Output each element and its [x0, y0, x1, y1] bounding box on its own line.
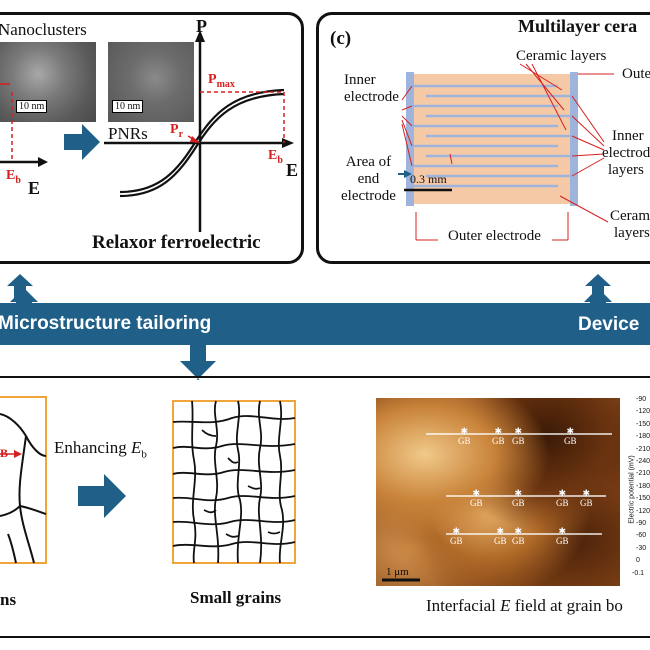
interfacial-field-caption: Interfacial E field at grain bo [426, 596, 623, 615]
pnr-micrograph: 10 nm [108, 42, 194, 122]
scale-bar-2: 10 nm [112, 100, 144, 113]
spacing-marker [449, 153, 453, 165]
scale-bar-1: 10 nm [16, 100, 48, 113]
p-axis-label: P [196, 16, 207, 36]
multilayer-title: Multilayer cera [518, 16, 638, 36]
left-e-axis-label: E [28, 178, 41, 198]
flow-arrow-right [64, 124, 100, 160]
left-end-electrode [406, 72, 414, 206]
enhancing-eb-label: Enhancing Eb [54, 438, 147, 461]
up-arrow-left-shape [6, 272, 34, 300]
hysteresis-diagram [0, 30, 294, 232]
small-grains-diagram [172, 400, 296, 564]
outer-electrode-label: Outer electrode [448, 228, 541, 244]
pointer-lines [401, 63, 614, 241]
large-grains-caption: ns [0, 590, 17, 609]
afm-scale-label: 1 μm [386, 566, 409, 578]
gb-marker: ✱GB [494, 526, 507, 546]
gb-marker: ✱GB [580, 488, 593, 508]
microstructure-tailoring-label: Microstructure tailoring [0, 313, 212, 334]
large-grains-diagram [0, 396, 47, 564]
gb-marker: ✱GB [512, 426, 525, 446]
gb-marker: ✱GB [512, 488, 525, 508]
left-e-axis-arrow [38, 157, 48, 167]
gb-marker: ✱GB [564, 426, 577, 446]
colorbar-axis-label: Electric potential (mV) [628, 455, 636, 524]
enhancing-arrow [78, 474, 128, 518]
afm-line-profiles [382, 433, 612, 582]
right-eb-label: Eb [268, 148, 283, 166]
pmax-label: Pmax [208, 72, 235, 90]
down-arrow-shape [180, 345, 216, 379]
e-axis-arrow [282, 138, 294, 148]
gb-marker: ✱GB [470, 488, 483, 508]
end-electrode-arrowhead [404, 170, 412, 178]
right-e-axis-label: E [286, 160, 299, 180]
inner-electrode-layers [414, 84, 570, 188]
hysteresis-upper [119, 92, 285, 198]
gb-marker: ✱GB [556, 488, 569, 508]
left-b-label: B [0, 446, 9, 460]
gb-marker: ✱GB [556, 526, 569, 546]
right-end-electrode [570, 72, 578, 206]
left-eb-label: Eb [6, 168, 21, 186]
afm-potential-map: 1 μm ✱GB ✱GB ✱GB ✱GB ✱GB ✱GB ✱GB ✱GB ✱GB… [376, 398, 620, 586]
outer-electrode-top-label: Oute [622, 66, 650, 82]
panel-tag-c: (c) [330, 28, 352, 49]
relaxor-title: Relaxor ferroelectric [92, 232, 261, 253]
nanoclusters-label: Nanoclusters [0, 20, 87, 39]
gb-marker: ✱GB [450, 526, 463, 546]
grain-size-panel [0, 376, 650, 638]
microstructure-banner [0, 303, 650, 345]
device-label: Device [578, 314, 640, 335]
nanocluster-micrograph: 10 nm [0, 42, 96, 122]
pr-arrowhead [190, 136, 200, 143]
pnrs-label: PNRs [108, 124, 148, 143]
gb-marker: ✱GB [512, 526, 525, 546]
ceramic-layers-top-label: Ceramic layers [516, 48, 607, 64]
p-axis-arrow [195, 30, 205, 42]
mlcc-scale-label: 0.3 mm [410, 172, 447, 186]
pr-label: Pr [170, 122, 184, 140]
colorbar-tick-labels: -90 -120 -150 -180 -210 -240 -210 -180 -… [632, 396, 650, 577]
mlcc-cross-section [398, 63, 614, 241]
small-grains-label: Small grains [190, 588, 282, 607]
up-arrow-right-shape [584, 272, 612, 300]
gb-marker: ✱GB [458, 426, 471, 446]
gb-marker: ✱GB [492, 426, 505, 446]
